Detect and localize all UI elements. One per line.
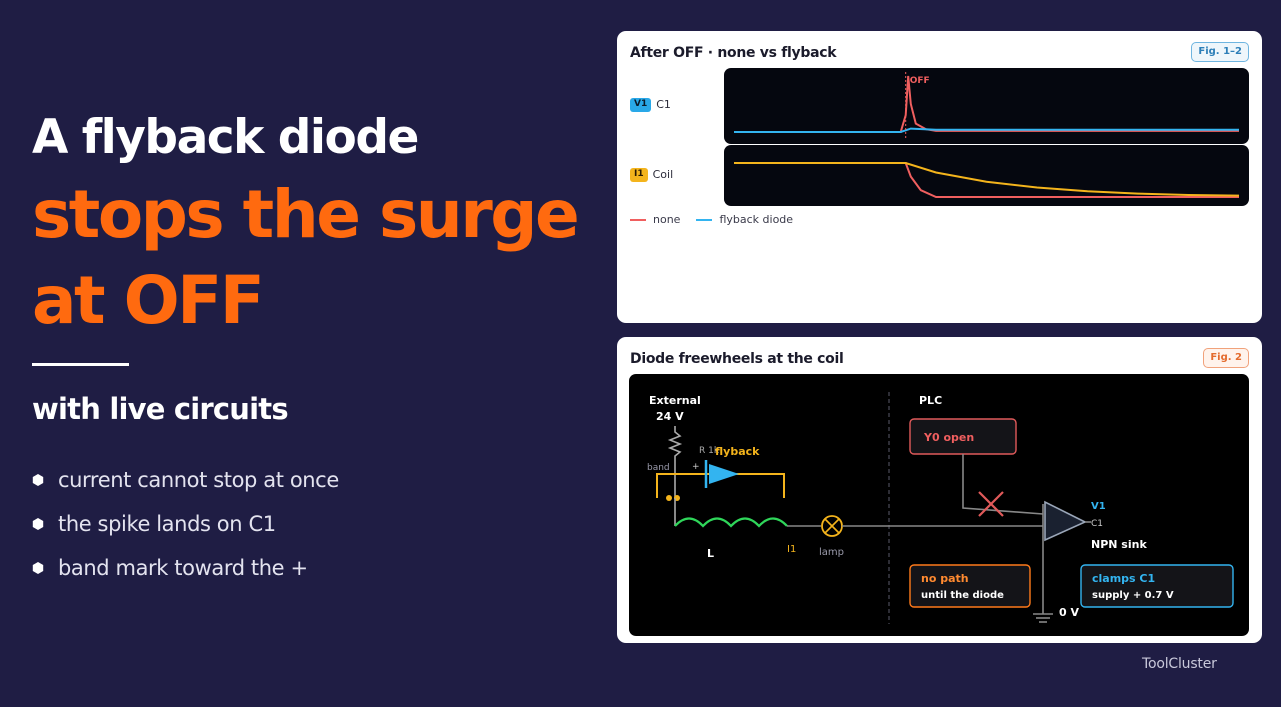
coil-inductor	[674, 517, 788, 528]
bullet-item: the spike lands on C1	[32, 502, 339, 546]
lamp-cross	[824, 518, 840, 534]
i1-tag: I1	[630, 168, 648, 182]
subtitle: with live circuits	[32, 392, 289, 426]
bullet-item: band mark toward the +	[32, 546, 339, 590]
resistor	[667, 426, 683, 498]
headline-line-3: at OFF	[32, 262, 265, 339]
clamps-title: clamps C1	[1092, 572, 1155, 585]
off-marker-label: OFF	[910, 76, 930, 86]
flyback-label: flyback	[715, 445, 760, 458]
y0-open-label: Y0 open	[923, 431, 974, 444]
series-line-flyback-diode-coil	[734, 162, 1240, 197]
c1-voltage-panel: OFF	[724, 68, 1249, 144]
c1-voltage-plot: OFF	[734, 72, 1239, 138]
legend-label-flyback: flyback diode	[719, 213, 794, 226]
footer-brand: ToolCluster	[1142, 656, 1217, 672]
hexagon-bullet-icon	[32, 562, 44, 574]
headline-line-2: stops the surge	[32, 176, 580, 253]
hexagon-bullet-icon	[32, 474, 44, 486]
series-line-none-coil	[734, 162, 1239, 198]
no-path-subtitle: until the diode	[921, 590, 1004, 601]
coil-current-plot	[734, 162, 1240, 198]
base-wire	[962, 454, 1044, 515]
chart-legend: none flyback diode	[630, 213, 793, 226]
row-label-text: C1	[656, 98, 671, 112]
clamps-subtitle: supply + 0.7 V	[1092, 590, 1174, 601]
bullet-text: the spike lands on C1	[58, 512, 276, 536]
coil-label: L	[707, 547, 714, 560]
series-line-flyback-diode-c1	[734, 127, 1239, 133]
figure-badge: Fig. 1–2	[1191, 42, 1249, 62]
headline-line-1: A flyback diode	[32, 110, 419, 165]
clamps-box	[1080, 564, 1234, 608]
band-label: band	[647, 463, 670, 473]
circuit-card: Diode freewheels at the coil Fig. 2 Exte…	[617, 337, 1262, 643]
no-path-box	[909, 564, 1031, 608]
plus-label: +	[692, 462, 700, 472]
coil-current-label: I1	[787, 544, 796, 555]
waveform-card: After OFF · none vs flyback Fig. 1–2 V1 …	[617, 31, 1262, 323]
npn-transistor-icon	[1044, 500, 1087, 542]
legend-label-none: none	[653, 213, 681, 226]
lamp-label: lamp	[819, 547, 844, 558]
row-label-c1: V1 C1	[630, 98, 671, 112]
figure-badge: Fig. 2	[1203, 348, 1249, 368]
no-path-title: no path	[921, 572, 969, 585]
flyback-diode-icon	[709, 464, 739, 484]
external-title: External	[649, 394, 701, 407]
c1-terminal-label: C1	[1091, 519, 1103, 529]
resistor-label: R 1k	[699, 446, 720, 456]
headline-divider	[32, 363, 129, 366]
circuit-diagram: External 24 V R 1k flyback band + L I1	[629, 374, 1249, 636]
coil-current-panel	[724, 145, 1249, 206]
ground-label: 0 V	[1059, 606, 1079, 619]
bullet-text: current cannot stop at once	[58, 468, 339, 492]
bullet-item: current cannot stop at once	[32, 458, 339, 502]
row-label-text: Coil	[652, 168, 674, 182]
hexagon-bullet-icon	[32, 518, 44, 530]
waveform-card-title: After OFF · none vs flyback	[630, 45, 837, 61]
bullet-text: band mark toward the +	[58, 556, 308, 580]
legend-swatch-none	[630, 218, 646, 221]
row-label-coil: I1 Coil	[630, 168, 673, 182]
blocked-cross-icon	[978, 491, 1004, 517]
npn-sink-label: NPN sink	[1091, 538, 1147, 551]
bullet-list: current cannot stop at once the spike la…	[32, 458, 339, 590]
v1-tag: V1	[630, 98, 652, 112]
plc-title: PLC	[919, 394, 942, 407]
legend-swatch-flyback	[696, 218, 713, 221]
series-line-none-c1	[734, 75, 1239, 133]
junction-dot	[666, 495, 672, 501]
circuit-card-title: Diode freewheels at the coil	[630, 351, 844, 367]
v1-probe-label: V1	[1091, 501, 1106, 512]
supply-label: 24 V	[656, 410, 684, 423]
